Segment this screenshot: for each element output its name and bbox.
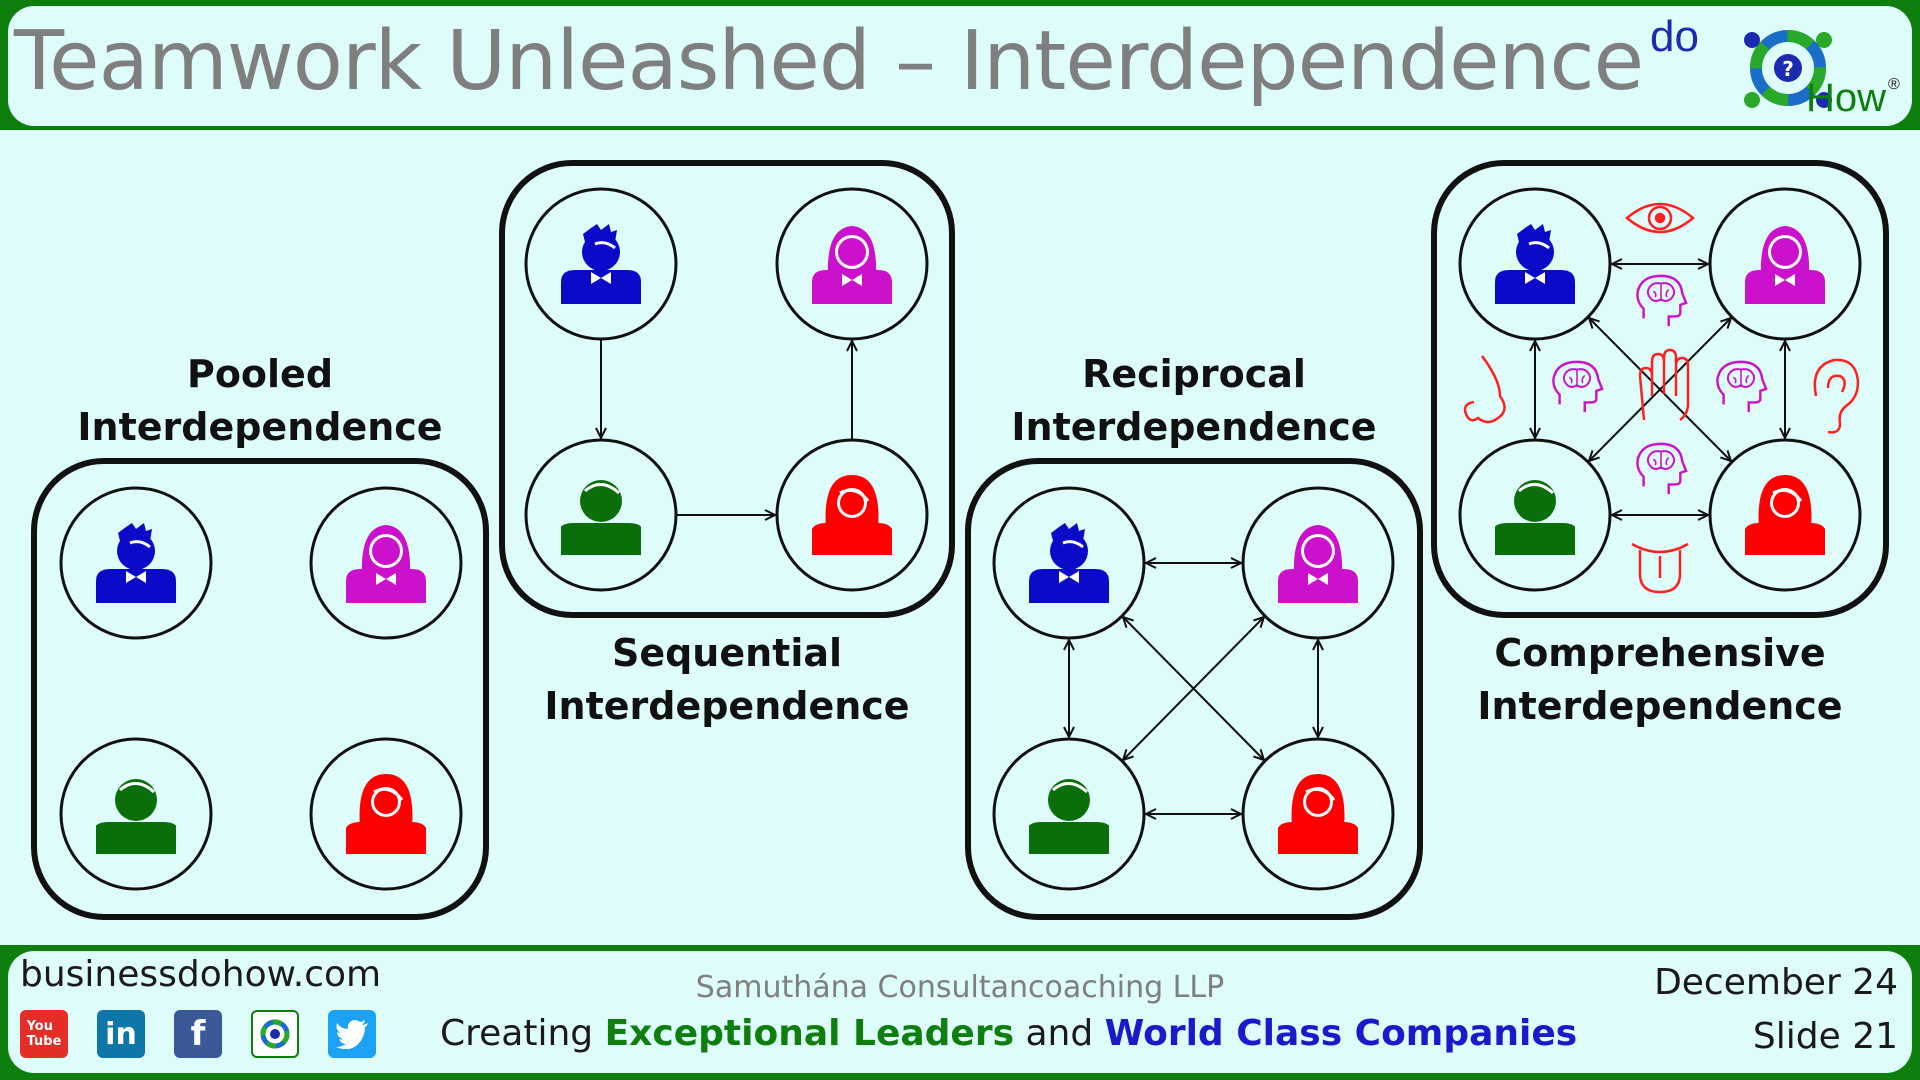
twitter-icon[interactable] — [328, 1010, 376, 1058]
eye-icon — [1625, 202, 1695, 234]
pooled-frame — [31, 458, 489, 920]
dohow-icon[interactable] — [251, 1010, 299, 1058]
sequential-label: Sequential Interdependence — [544, 631, 910, 728]
slide-number: Slide 21 — [1752, 1016, 1898, 1057]
pooled-label: Pooled Interdependence — [77, 352, 443, 449]
logo-people-ring-icon: ? — [1744, 30, 1832, 108]
pooled-red-woman-node — [309, 737, 463, 891]
date-text: December 24 — [1654, 962, 1898, 1003]
sequential-green-man-node — [524, 438, 678, 592]
comprehensive-arrow-diag-2 — [1589, 318, 1731, 461]
reciprocal-group — [965, 458, 1423, 920]
reciprocal-label: Reciprocal Interdependence — [1011, 352, 1377, 449]
reciprocal-arrow-diag-2 — [1123, 617, 1264, 760]
logo-how-text: How — [1806, 76, 1887, 120]
facebook-icon[interactable]: f — [174, 1010, 222, 1058]
tongue-icon — [1631, 542, 1689, 594]
tagline: Creating Exceptional Leaders and World C… — [440, 1013, 1578, 1054]
comprehensive-green-man-node — [1458, 438, 1612, 592]
comprehensive-magenta-woman-node — [1708, 187, 1862, 341]
slide-title: Teamwork Unleashed – Interdependence — [14, 14, 1644, 109]
brain-head-icon — [1552, 360, 1604, 414]
interdependence-diagram — [31, 160, 1889, 920]
ear-icon — [1813, 358, 1860, 434]
pooled-group — [31, 458, 489, 920]
dohow-logo: do ? How ® — [1640, 6, 1910, 126]
brain-head-icon — [1716, 360, 1768, 414]
nose-icon — [1463, 355, 1506, 424]
sequential-group — [499, 160, 955, 618]
pooled-magenta-woman-node — [309, 486, 463, 640]
comprehensive-group — [1431, 160, 1889, 618]
reciprocal-blue-man-node — [992, 486, 1146, 640]
reciprocal-red-woman-node — [1241, 737, 1395, 891]
comprehensive-red-woman-node — [1708, 438, 1862, 592]
pooled-green-man-node — [59, 737, 213, 891]
reciprocal-frame — [965, 458, 1423, 920]
title-panel — [8, 6, 1912, 126]
comprehensive-blue-man-node — [1458, 187, 1612, 341]
linkedin-icon[interactable]: in — [97, 1010, 145, 1058]
comprehensive-frame — [1431, 160, 1889, 618]
hand-icon — [1638, 348, 1690, 421]
footer-panel — [8, 951, 1912, 1073]
reciprocal-green-man-node — [992, 737, 1146, 891]
sequential-red-woman-node — [775, 438, 929, 592]
sequential-blue-man-node — [524, 187, 678, 341]
logo-do-text: do — [1650, 12, 1699, 61]
website-link[interactable]: businessdohow.com — [20, 954, 382, 995]
company-name: Samuthána Consultancoaching LLP — [695, 970, 1225, 1005]
comprehensive-label: Comprehensive Interdependence — [1477, 631, 1843, 728]
pooled-blue-man-node — [59, 486, 213, 640]
sequential-frame — [499, 160, 955, 618]
svg-text:?: ? — [1782, 57, 1794, 81]
sequential-magenta-woman-node — [775, 187, 929, 341]
brain-head-icon — [1636, 274, 1688, 328]
logo-registered-mark: ® — [1888, 76, 1900, 93]
brain-head-icon — [1636, 442, 1688, 496]
reciprocal-magenta-woman-node — [1241, 486, 1395, 640]
